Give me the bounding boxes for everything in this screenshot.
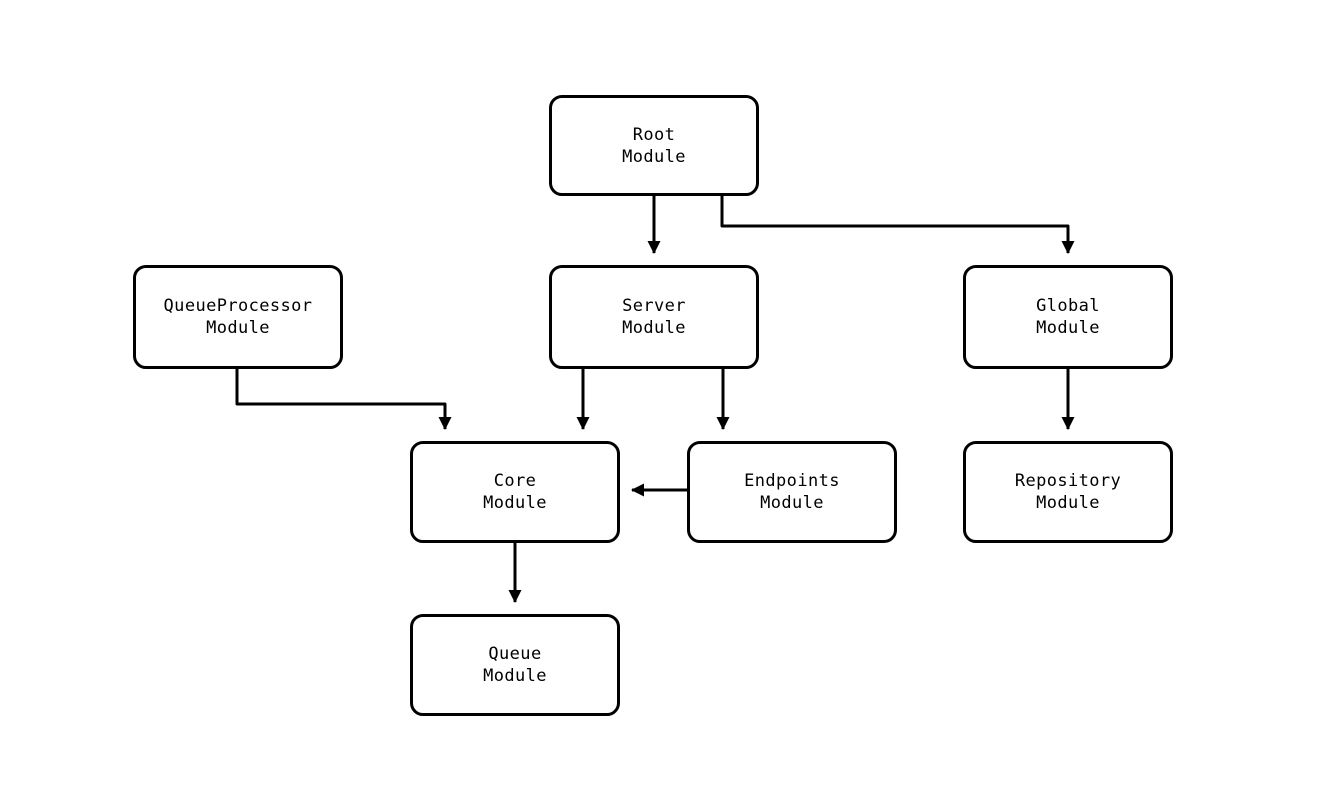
edge-root-global <box>720 196 1075 254</box>
node-root-name: Root <box>632 124 676 145</box>
node-endpoints-suffix: Module <box>760 493 824 513</box>
node-server-suffix: Module <box>622 318 686 338</box>
edge-queueprocessor-core <box>235 369 452 430</box>
node-repository-name: Repository <box>1014 471 1122 491</box>
node-queue-suffix: Module <box>483 666 547 686</box>
node-core-suffix: Module <box>483 493 547 513</box>
node-global-name: Global <box>1036 296 1100 316</box>
node-server-name: Server <box>622 296 686 316</box>
node-core-name: Core <box>493 471 537 491</box>
node-endpoints-name: Endpoints <box>744 471 840 491</box>
node-queue-name: Queue <box>488 644 542 664</box>
node-root-suffix: Module <box>622 146 686 167</box>
node-queueprocessor-name: QueueProcessor <box>163 296 313 316</box>
node-repository-suffix: Module <box>1036 493 1100 513</box>
edges-group <box>235 196 1075 603</box>
node-queueprocessor-suffix: Module <box>206 318 270 338</box>
node-global-suffix: Module <box>1036 318 1100 338</box>
